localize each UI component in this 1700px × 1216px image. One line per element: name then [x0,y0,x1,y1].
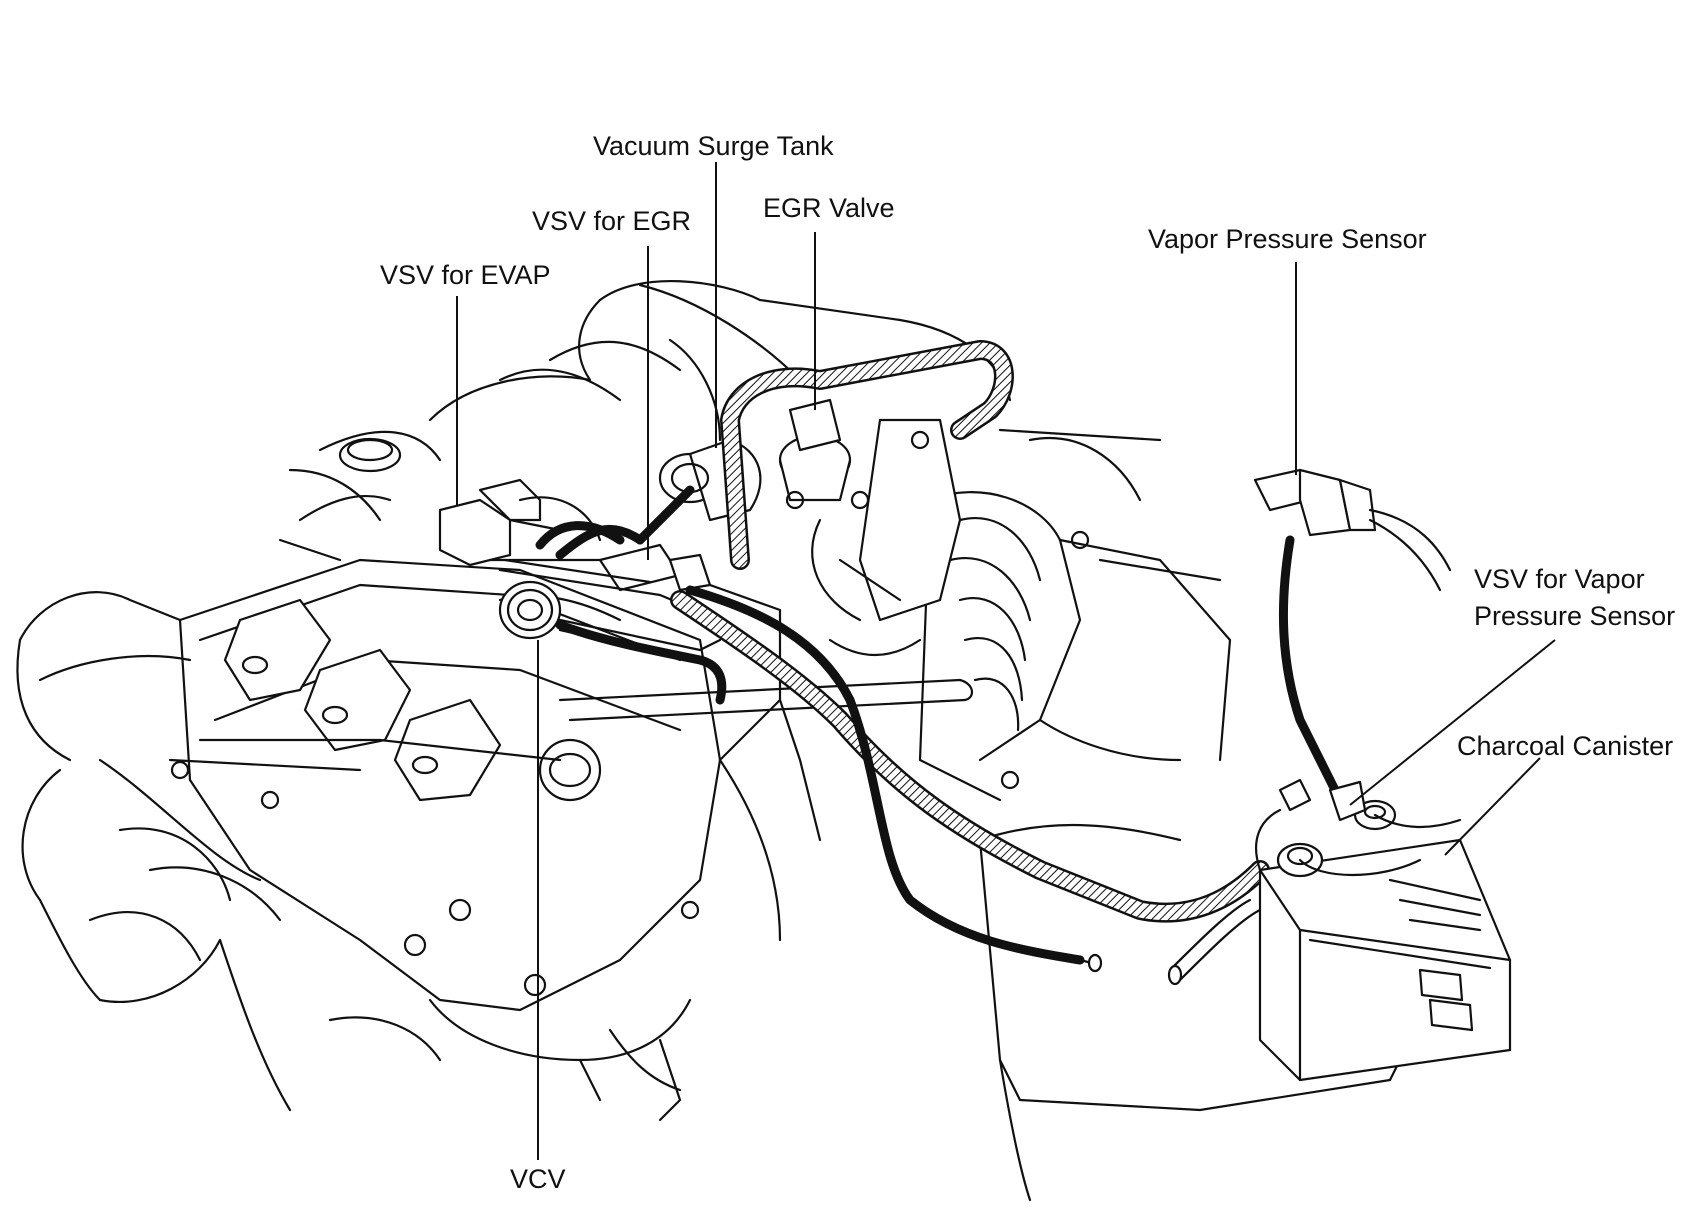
vcv-drawing [498,580,562,640]
vsv-egr-drawing [598,543,712,592]
leader-lines [456,162,1556,1160]
hatched-purge-hose [670,340,1270,923]
label-vapor-pressure-sensor: Vapor Pressure Sensor [1148,224,1427,254]
engine-outline [16,280,1012,1122]
leader-charcoal-canister [1444,757,1541,856]
label-vcv: VCV [510,1164,566,1194]
label-vsv-evap: VSV for EVAP [380,260,551,290]
vapor-pressure-sensor-drawing [1253,468,1452,592]
leader-vsv-vapor [1349,639,1556,806]
throttle-body-air-intake [918,428,1422,1202]
label-egr-valve: EGR Valve [763,193,895,223]
egr-valve-drawing [778,398,962,656]
coil-packs [223,598,502,802]
label-charcoal-canister: Charcoal Canister [1457,731,1673,761]
loose-hose-ends [1078,898,1262,986]
label-vacuum-surge-tank: Vacuum Surge Tank [593,131,834,161]
label-vsv-vapor-line2: Pressure Sensor [1474,601,1675,631]
charcoal-canister-drawing [1255,778,1512,1082]
label-vsv-vapor-line1: VSV for Vapor [1474,564,1645,594]
vsv-evap-drawing [438,478,602,567]
label-vsv-egr: VSV for EGR [532,206,691,236]
callout-labels: Vacuum Surge Tank VSV for EGR EGR Valve … [380,131,1675,1194]
